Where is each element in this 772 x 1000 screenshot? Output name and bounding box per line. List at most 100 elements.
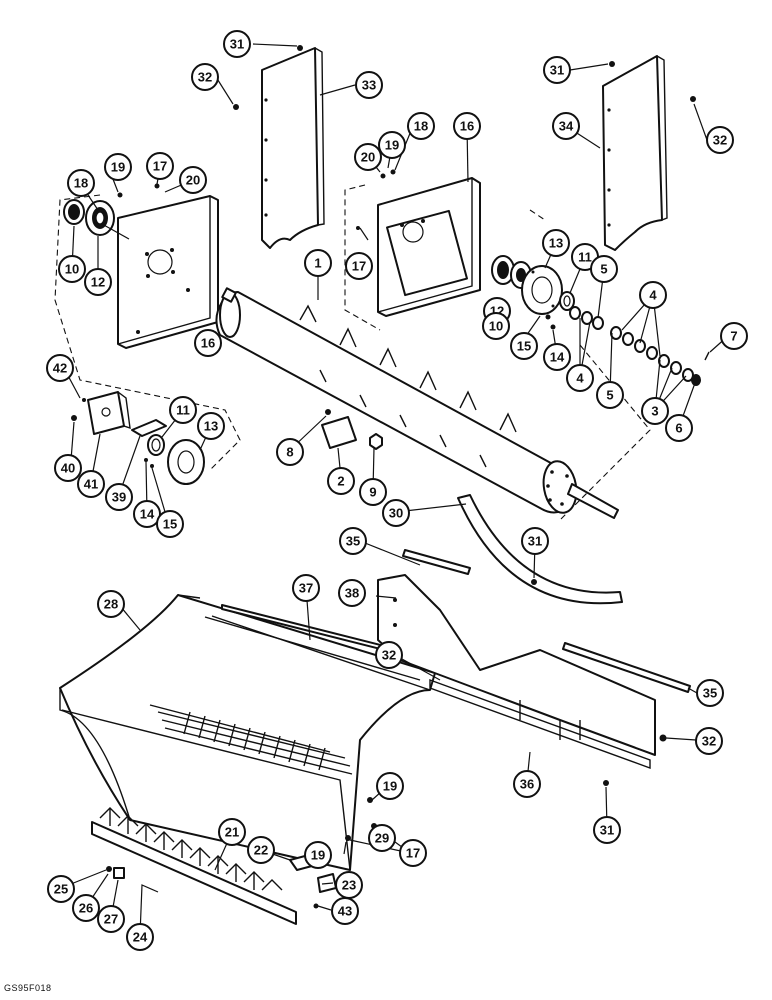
bracket-41 bbox=[71, 391, 131, 435]
callout-27: 27 bbox=[97, 905, 125, 933]
side-sheet-33 bbox=[261, 47, 325, 249]
svg-text:16: 16 bbox=[201, 336, 215, 351]
plate-2 bbox=[321, 409, 383, 450]
svg-text:30: 30 bbox=[389, 506, 403, 521]
callout-14: 14 bbox=[543, 343, 571, 371]
svg-text:20: 20 bbox=[186, 173, 200, 188]
svg-text:35: 35 bbox=[346, 534, 360, 549]
callout-2: 2 bbox=[327, 467, 355, 495]
flange-13-left bbox=[144, 439, 205, 485]
collar-11-right bbox=[559, 291, 575, 311]
callout-18: 18 bbox=[67, 169, 95, 197]
trough-pan-28 bbox=[59, 594, 436, 871]
callout-1: 1 bbox=[304, 249, 332, 277]
callout-7: 7 bbox=[720, 322, 748, 350]
svg-text:17: 17 bbox=[352, 259, 366, 274]
svg-text:10: 10 bbox=[489, 319, 503, 334]
svg-text:5: 5 bbox=[606, 388, 613, 403]
svg-text:31: 31 bbox=[230, 37, 244, 52]
svg-text:14: 14 bbox=[550, 350, 565, 365]
callout-31: 31 bbox=[223, 30, 251, 58]
callout-4: 4 bbox=[639, 281, 667, 309]
callout-31: 31 bbox=[521, 527, 549, 555]
svg-text:36: 36 bbox=[520, 777, 534, 792]
callout-39: 39 bbox=[105, 483, 133, 511]
callout-9: 9 bbox=[359, 478, 387, 506]
callout-34: 34 bbox=[552, 112, 580, 140]
svg-text:19: 19 bbox=[311, 848, 325, 863]
callout-14: 14 bbox=[133, 500, 161, 528]
callout-19: 19 bbox=[376, 772, 404, 800]
svg-text:41: 41 bbox=[84, 477, 98, 492]
callout-28: 28 bbox=[97, 590, 125, 618]
callout-11: 11 bbox=[571, 243, 599, 271]
svg-text:40: 40 bbox=[61, 461, 75, 476]
svg-text:22: 22 bbox=[254, 843, 268, 858]
callout-17: 17 bbox=[146, 152, 174, 180]
svg-text:13: 13 bbox=[204, 419, 218, 434]
flange-13-right bbox=[521, 265, 563, 315]
svg-text:13: 13 bbox=[549, 236, 563, 251]
svg-text:15: 15 bbox=[163, 517, 177, 532]
svg-text:31: 31 bbox=[600, 823, 614, 838]
callout-43: 43 bbox=[331, 897, 359, 925]
callout-18: 18 bbox=[407, 112, 435, 140]
assembly-outline-right bbox=[344, 184, 546, 331]
svg-text:42: 42 bbox=[53, 361, 67, 376]
svg-text:7: 7 bbox=[730, 329, 737, 344]
callout-32: 32 bbox=[375, 641, 403, 669]
callout-21: 21 bbox=[218, 818, 246, 846]
callout-38: 38 bbox=[338, 579, 366, 607]
callout-15: 15 bbox=[510, 332, 538, 360]
callout-5: 5 bbox=[590, 255, 618, 283]
svg-text:37: 37 bbox=[299, 581, 313, 596]
callout-10: 10 bbox=[58, 255, 86, 283]
svg-text:32: 32 bbox=[713, 133, 727, 148]
svg-text:17: 17 bbox=[153, 159, 167, 174]
bearing-12-right bbox=[491, 255, 515, 285]
side-sheet-34 bbox=[602, 55, 668, 251]
callout-19: 19 bbox=[104, 153, 132, 181]
svg-text:10: 10 bbox=[65, 262, 79, 277]
svg-text:38: 38 bbox=[345, 586, 359, 601]
callout-25: 25 bbox=[47, 875, 75, 903]
svg-text:19: 19 bbox=[111, 160, 125, 175]
bracket-39 bbox=[131, 419, 167, 437]
callout-16: 16 bbox=[453, 112, 481, 140]
svg-text:4: 4 bbox=[576, 371, 584, 386]
spacer-washers bbox=[569, 306, 710, 386]
svg-text:43: 43 bbox=[338, 904, 352, 919]
callout-33: 33 bbox=[355, 71, 383, 99]
svg-text:26: 26 bbox=[79, 901, 93, 916]
callout-10: 10 bbox=[482, 312, 510, 340]
svg-text:34: 34 bbox=[559, 119, 574, 134]
svg-text:25: 25 bbox=[54, 882, 68, 897]
auger-1 bbox=[215, 287, 651, 521]
callout-32: 32 bbox=[695, 727, 723, 755]
bearing-plate-16-right bbox=[377, 177, 481, 317]
callout-4: 4 bbox=[566, 364, 594, 392]
callout-42: 42 bbox=[46, 354, 74, 382]
callout-16: 16 bbox=[194, 329, 222, 357]
callout-23: 23 bbox=[335, 871, 363, 899]
svg-text:32: 32 bbox=[198, 70, 212, 85]
svg-text:4: 4 bbox=[649, 288, 657, 303]
callout-6: 6 bbox=[665, 414, 693, 442]
callout-41: 41 bbox=[77, 470, 105, 498]
svg-text:32: 32 bbox=[702, 734, 716, 749]
strip-35-top bbox=[402, 549, 471, 575]
callout-32: 32 bbox=[706, 126, 734, 154]
bearing-plate-16-left bbox=[117, 195, 219, 349]
callout-40: 40 bbox=[54, 454, 82, 482]
svg-text:15: 15 bbox=[517, 339, 531, 354]
svg-text:6: 6 bbox=[675, 421, 682, 436]
callout-20: 20 bbox=[354, 143, 382, 171]
callout-19: 19 bbox=[378, 131, 406, 159]
side-frame-36 bbox=[377, 574, 656, 769]
svg-text:18: 18 bbox=[74, 176, 88, 191]
strip-35-right bbox=[562, 642, 691, 693]
callout-24: 24 bbox=[126, 923, 154, 951]
callout-3: 3 bbox=[641, 397, 669, 425]
svg-text:28: 28 bbox=[104, 597, 118, 612]
figure-code: GS95F018 bbox=[4, 983, 52, 993]
